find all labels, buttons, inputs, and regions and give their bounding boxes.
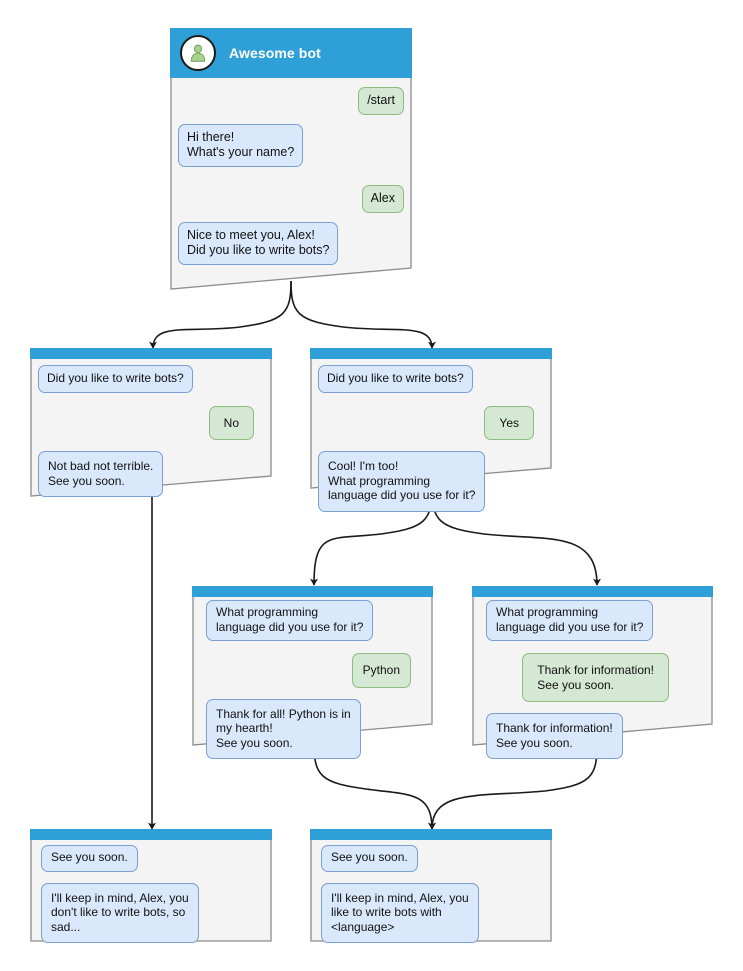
yes-branch-window-messages: Did you like to write bots? Yes Cool! I'… [310, 359, 552, 512]
bot-message-bubble: Did you like to write bots? [318, 365, 473, 393]
bot-message-bubble: Did you like to write bots? [38, 365, 193, 393]
go-branch-window-titlebar [472, 586, 713, 597]
bot-message-bubble: What programming language did you use fo… [206, 600, 374, 641]
message-row: Did you like to write bots? [318, 365, 544, 393]
end-happy-window[interactable]: See you soon. I'll keep in mind, Alex, y… [310, 829, 552, 943]
message-row: /start [178, 87, 404, 115]
bot-message-bubble: See you soon. [321, 845, 418, 872]
no-branch-window-messages: Did you like to write bots? No Not bad n… [30, 359, 272, 497]
end-sad-window-messages: See you soon. I'll keep in mind, Alex, y… [30, 840, 272, 943]
python-branch-window-titlebar [192, 586, 433, 597]
message-row: I'll keep in mind, Alex, you don't like … [41, 882, 264, 943]
user-message-bubble: Python [351, 653, 411, 688]
message-row: Yes [318, 405, 544, 440]
message-row: What programming language did you use fo… [206, 600, 425, 641]
end-happy-window-messages: See you soon. I'll keep in mind, Alex, y… [310, 840, 552, 943]
message-row: Python [206, 653, 425, 688]
message-row: Thank for all! Python is in my hearth! S… [206, 698, 425, 759]
root-window-messages: /start Hi there! What's your name? Alex … [170, 78, 412, 265]
no-branch-window[interactable]: Did you like to write bots? No Not bad n… [30, 348, 272, 497]
bot-message-bubble: What programming language did you use fo… [486, 600, 654, 641]
message-row: What programming language did you use fo… [486, 600, 705, 641]
message-row: Hi there! What's your name? [178, 124, 404, 167]
message-row: No [38, 405, 264, 440]
user-message-bubble: Thank for information! See you soon. [522, 653, 669, 702]
bot-message-bubble: Thank for all! Python is in my hearth! S… [206, 698, 361, 759]
bot-message-bubble: I'll keep in mind, Alex, you like to wri… [321, 882, 479, 943]
bot-message-bubble: Thank for information! See you soon. [486, 713, 623, 759]
message-row: Thank for information! See you soon. [486, 713, 705, 759]
message-row: Alex [178, 185, 404, 213]
bot-title: Awesome bot [229, 45, 321, 61]
user-message-bubble: /start [358, 87, 404, 115]
go-branch-window[interactable]: What programming language did you use fo… [472, 586, 713, 759]
edge-root-to-yes [290, 280, 436, 349]
message-row: I'll keep in mind, Alex, you like to wri… [321, 882, 544, 943]
go-branch-window-messages: What programming language did you use fo… [472, 597, 713, 759]
yes-branch-window-titlebar [310, 348, 552, 359]
person-avatar-icon [180, 35, 216, 71]
user-message-bubble: No [208, 405, 254, 440]
end-happy-window-titlebar [310, 829, 552, 840]
message-row: See you soon. [41, 845, 264, 872]
user-message-bubble: Yes [484, 405, 534, 440]
end-sad-window-titlebar [30, 829, 272, 840]
bot-message-bubble: Nice to meet you, Alex! Did you like to … [178, 222, 339, 265]
user-message-bubble: Alex [361, 185, 404, 213]
end-sad-window[interactable]: See you soon. I'll keep in mind, Alex, y… [30, 829, 272, 943]
message-row: Cool! I'm too! What programming language… [318, 451, 544, 512]
message-row: Did you like to write bots? [38, 365, 264, 393]
root-window[interactable]: Awesome bot /start Hi there! What's your… [170, 28, 412, 290]
message-row: Nice to meet you, Alex! Did you like to … [178, 222, 404, 265]
yes-branch-window[interactable]: Did you like to write bots? Yes Cool! I'… [310, 348, 552, 512]
message-row: Thank for information! See you soon. [486, 653, 705, 702]
bot-message-bubble: Hi there! What's your name? [178, 124, 304, 167]
message-row: See you soon. [321, 845, 544, 872]
bot-message-bubble: I'll keep in mind, Alex, you don't like … [41, 882, 199, 943]
message-row: Not bad not terrible. See you soon. [38, 451, 264, 497]
bot-message-bubble: See you soon. [41, 845, 138, 872]
bot-message-bubble: Cool! I'm too! What programming language… [318, 451, 486, 512]
python-branch-window[interactable]: What programming language did you use fo… [192, 586, 433, 759]
no-branch-window-titlebar [30, 348, 272, 359]
bot-message-bubble: Not bad not terrible. See you soon. [38, 451, 164, 497]
root-window-titlebar: Awesome bot [170, 28, 412, 78]
edge-root-to-no [149, 280, 292, 349]
python-branch-window-messages: What programming language did you use fo… [192, 597, 433, 759]
